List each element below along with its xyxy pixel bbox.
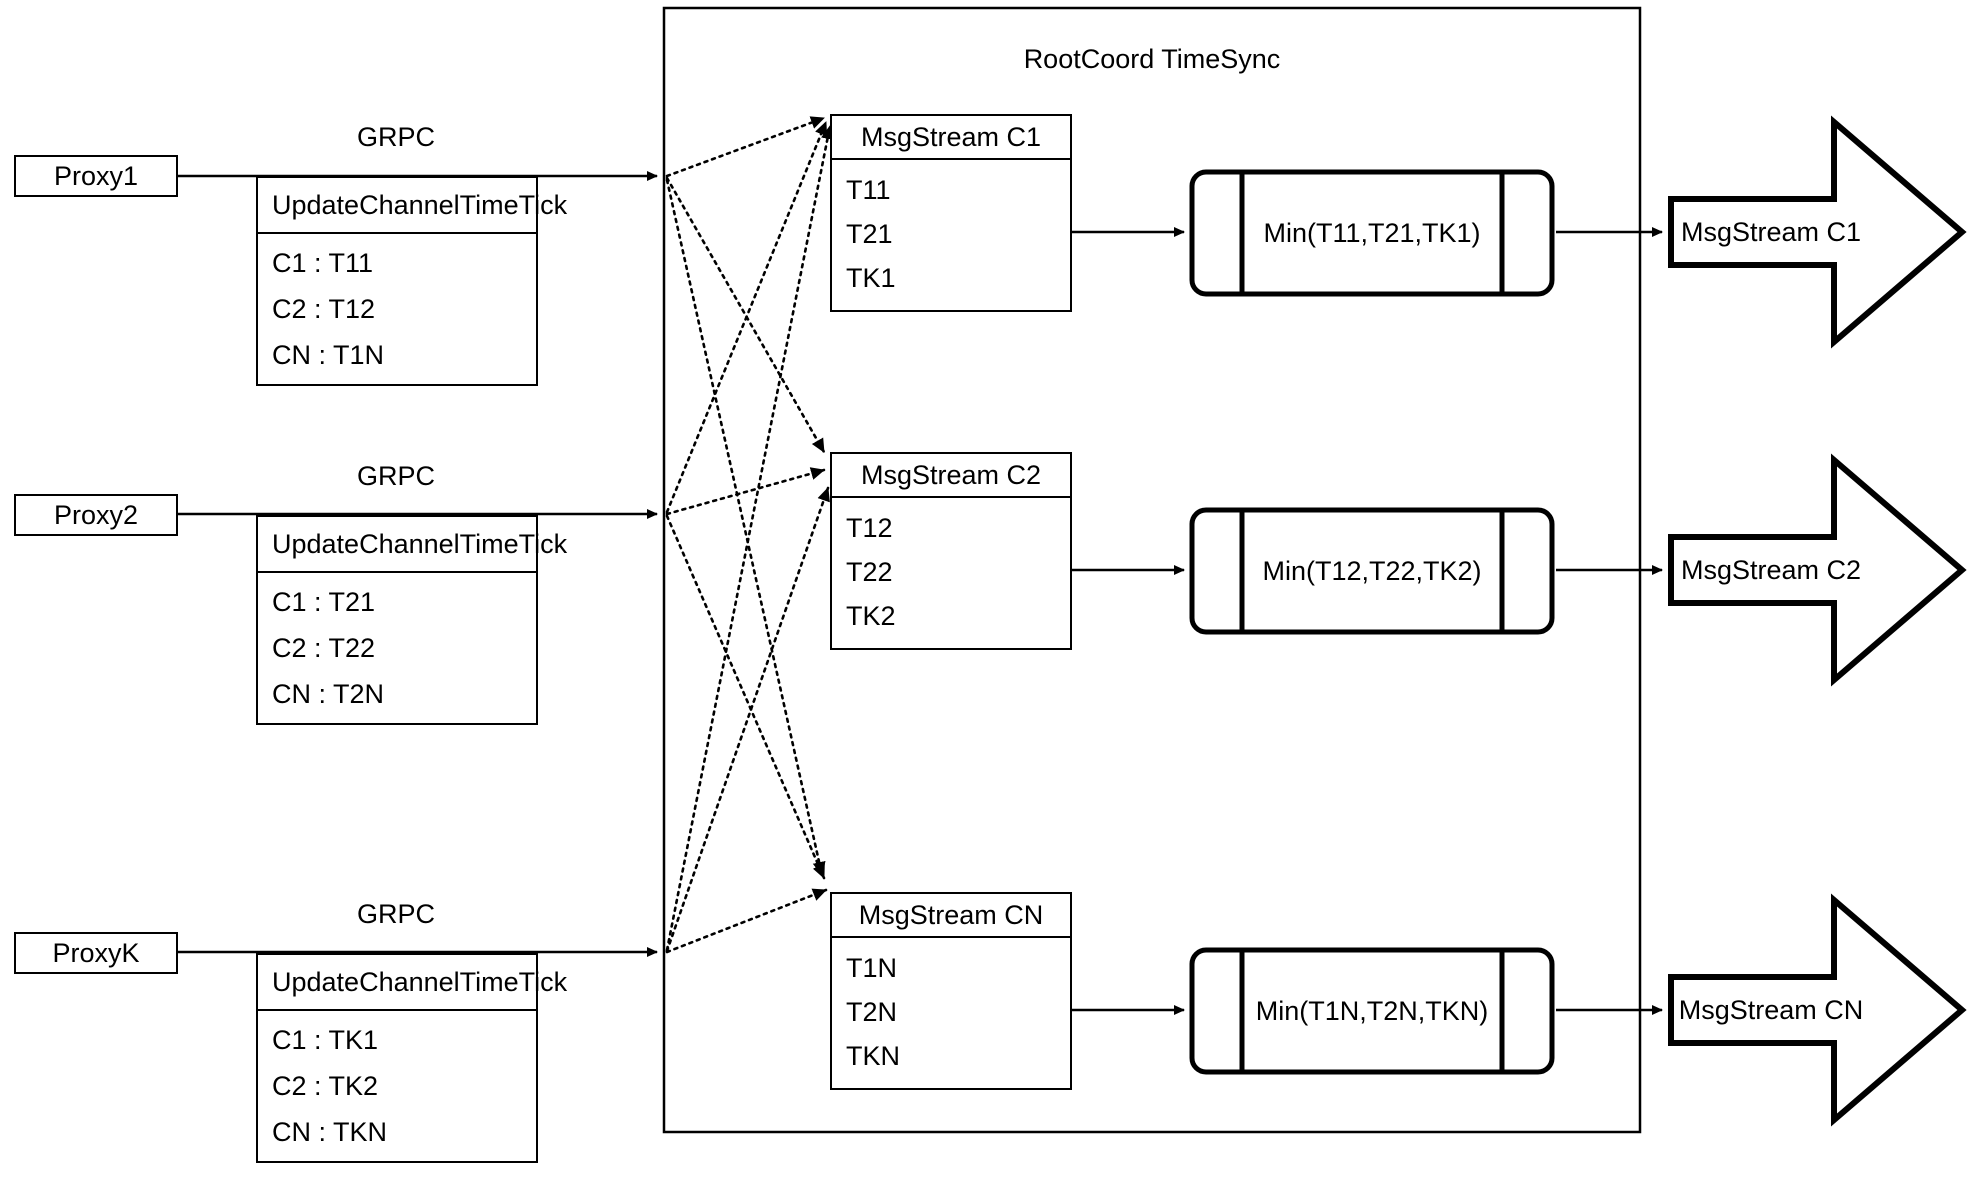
uct-row: C2 : T22 [272, 632, 376, 663]
min-process-label-c1: Min(T11,T21,TK1) [1242, 172, 1502, 294]
uct-row: CN : T2N [272, 678, 385, 709]
grpc-label-2-text: GRPC [356, 461, 435, 491]
msgstream-row: T1N [846, 952, 898, 983]
grpc-label-k: GRPC [256, 899, 536, 930]
grpc-label-2: GRPC [256, 461, 536, 492]
msgstream-header-c2: MsgStream C2 [832, 454, 1070, 498]
uct-header-1: UpdateChannelTimeTick [258, 178, 567, 234]
output-arrow-text-c2: MsgStream C2 [1680, 554, 1862, 585]
uct-row: C1 : T21 [272, 586, 376, 617]
dotted-pk-cn [665, 888, 828, 954]
output-arrow-text-c1: MsgStream C1 [1680, 216, 1862, 247]
min-process-text-cn: Min(T1N,T2N,TKN) [1255, 995, 1489, 1026]
min-process-label-c2: Min(T12,T22,TK2) [1242, 510, 1502, 632]
update-channel-timetick-box-k: UpdateChannelTimeTick C1 : TK1 C2 : TK2 … [256, 953, 567, 1163]
msgstream-row: T12 [846, 512, 893, 543]
msgstream-box-cn: MsgStream CN T1N T2N TKN [830, 892, 1072, 1090]
min-process-text-c1: Min(T11,T21,TK1) [1263, 217, 1481, 248]
msgstream-row: T22 [846, 556, 893, 587]
grpc-label-k-text: GRPC [356, 899, 435, 929]
proxy-box-2[interactable]: Proxy2 [14, 494, 178, 536]
proxy-box-k[interactable]: ProxyK [14, 932, 178, 974]
output-arrow-label-c2: MsgStream C2 [1671, 537, 1871, 603]
msgstream-box-c1: MsgStream C1 T11 T21 TK1 [830, 114, 1072, 312]
msgstream-body-c2: T12 T22 TK2 [832, 498, 1070, 648]
rootcoord-title-text: RootCoord TimeSync [1023, 44, 1281, 74]
uct-row: CN : T1N [272, 339, 385, 370]
uct-row: C1 : T11 [272, 247, 374, 278]
msgstream-row: TKN [846, 1040, 900, 1071]
dotted-p2-cn [665, 514, 826, 880]
proxy-label-k: ProxyK [52, 937, 140, 968]
dotted-p2-c2 [665, 467, 826, 516]
msgstream-header-c1: MsgStream C1 [832, 116, 1070, 160]
dotted-p1-cn [665, 178, 826, 877]
dotted-p1-c2 [665, 176, 826, 454]
uct-row: C1 : TK1 [272, 1024, 379, 1055]
output-arrow-text-cn: MsgStream CN [1678, 994, 1864, 1025]
update-channel-timetick-box-2: UpdateChannelTimeTick C1 : T21 C2 : T22 … [256, 515, 567, 725]
dotted-p2-c1 [665, 120, 828, 514]
uct-header-k: UpdateChannelTimeTick [258, 955, 567, 1011]
dotted-p1-c1 [665, 116, 826, 178]
msgstream-header-cn: MsgStream CN [832, 894, 1070, 938]
uct-row: C2 : TK2 [272, 1070, 379, 1101]
msgstream-row: TK2 [846, 600, 896, 631]
uct-body-k: C1 : TK1 C2 : TK2 CN : TKN [258, 1011, 536, 1161]
min-process-label-cn: Min(T1N,T2N,TKN) [1242, 950, 1502, 1072]
dotted-pk-c1 [665, 124, 834, 952]
msgstream-row: T21 [846, 218, 893, 249]
proxy-label-2: Proxy2 [53, 499, 139, 530]
msgstream-row: TK1 [846, 262, 896, 293]
uct-body-1: C1 : T11 C2 : T12 CN : T1N [258, 234, 536, 384]
uct-body-2: C1 : T21 C2 : T22 CN : T2N [258, 573, 536, 723]
msgstream-row: T2N [846, 996, 898, 1027]
grpc-label-1: GRPC [256, 122, 536, 153]
uct-header-2: UpdateChannelTimeTick [258, 517, 567, 573]
proxy-label-1: Proxy1 [53, 160, 139, 191]
output-arrow-label-c1: MsgStream C1 [1671, 199, 1871, 265]
update-channel-timetick-box-1: UpdateChannelTimeTick C1 : T11 C2 : T12 … [256, 176, 567, 386]
grpc-label-1-text: GRPC [356, 122, 435, 152]
proxy-box-1[interactable]: Proxy1 [14, 155, 178, 197]
dotted-pk-c2 [665, 486, 830, 953]
msgstream-box-c2: MsgStream C2 T12 T22 TK2 [830, 452, 1072, 650]
min-process-text-c2: Min(T12,T22,TK2) [1262, 555, 1482, 586]
rootcoord-title: RootCoord TimeSync [664, 44, 1640, 75]
msgstream-body-c1: T11 T21 TK1 [832, 160, 1070, 310]
uct-row: CN : TKN [272, 1116, 388, 1147]
uct-row: C2 : T12 [272, 293, 376, 324]
msgstream-row: T11 [846, 174, 891, 205]
msgstream-body-cn: T1N T2N TKN [832, 938, 1070, 1088]
output-arrow-label-cn: MsgStream CN [1671, 977, 1871, 1043]
